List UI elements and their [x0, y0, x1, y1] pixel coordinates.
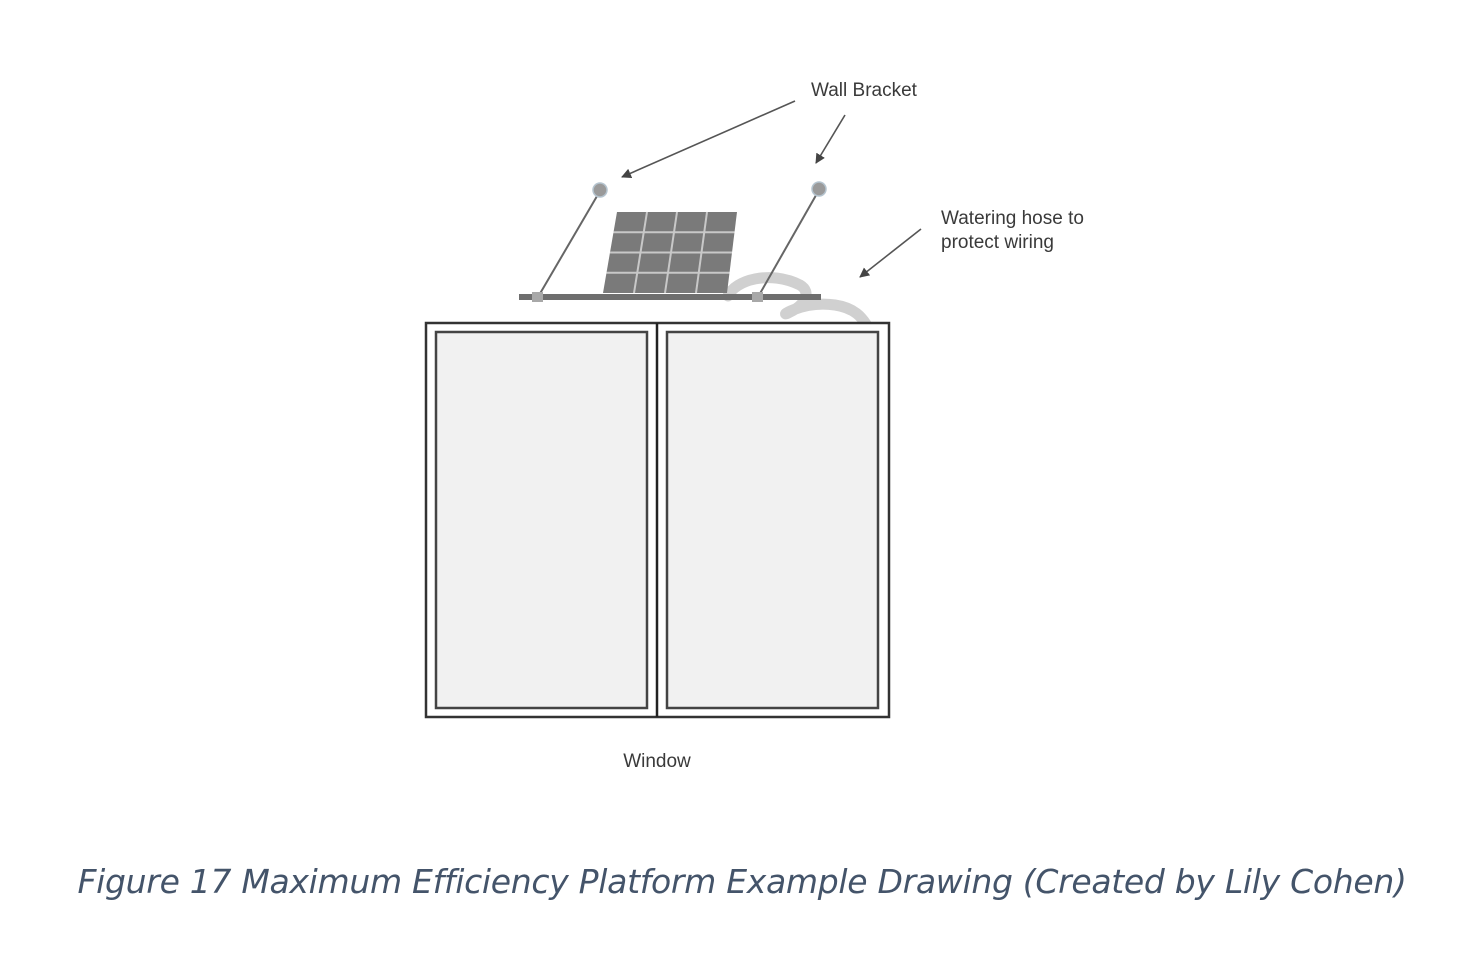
window-pane-left [434, 330, 649, 710]
label-window: Window [623, 751, 691, 772]
panel-grid-col-line [695, 211, 708, 294]
panel-grid-col-line [633, 211, 648, 294]
window-pane-right [665, 330, 880, 710]
cable-anchor-right [752, 292, 763, 302]
label-watering-hose-line2: protect wiring [941, 232, 1054, 253]
support-cable-right [757, 189, 820, 298]
figure-caption: Figure 17 Maximum Efficiency Platform Ex… [77, 862, 1407, 901]
support-cable-left [537, 190, 601, 298]
watering-hose [722, 272, 872, 330]
arrow-wall-bracket-right [815, 114, 846, 164]
cable-anchor-left [532, 292, 543, 302]
label-watering-hose-line1: Watering hose to [941, 208, 1084, 229]
wall-bracket-right [811, 181, 827, 197]
solar-panel [603, 211, 737, 294]
wall-bracket-left [592, 182, 608, 198]
panel-grid-col-line [664, 211, 678, 294]
arrow-wall-bracket-left [621, 100, 796, 178]
arrow-watering-hose [859, 228, 922, 278]
label-wall-bracket: Wall Bracket [811, 80, 918, 101]
window [424, 321, 891, 719]
